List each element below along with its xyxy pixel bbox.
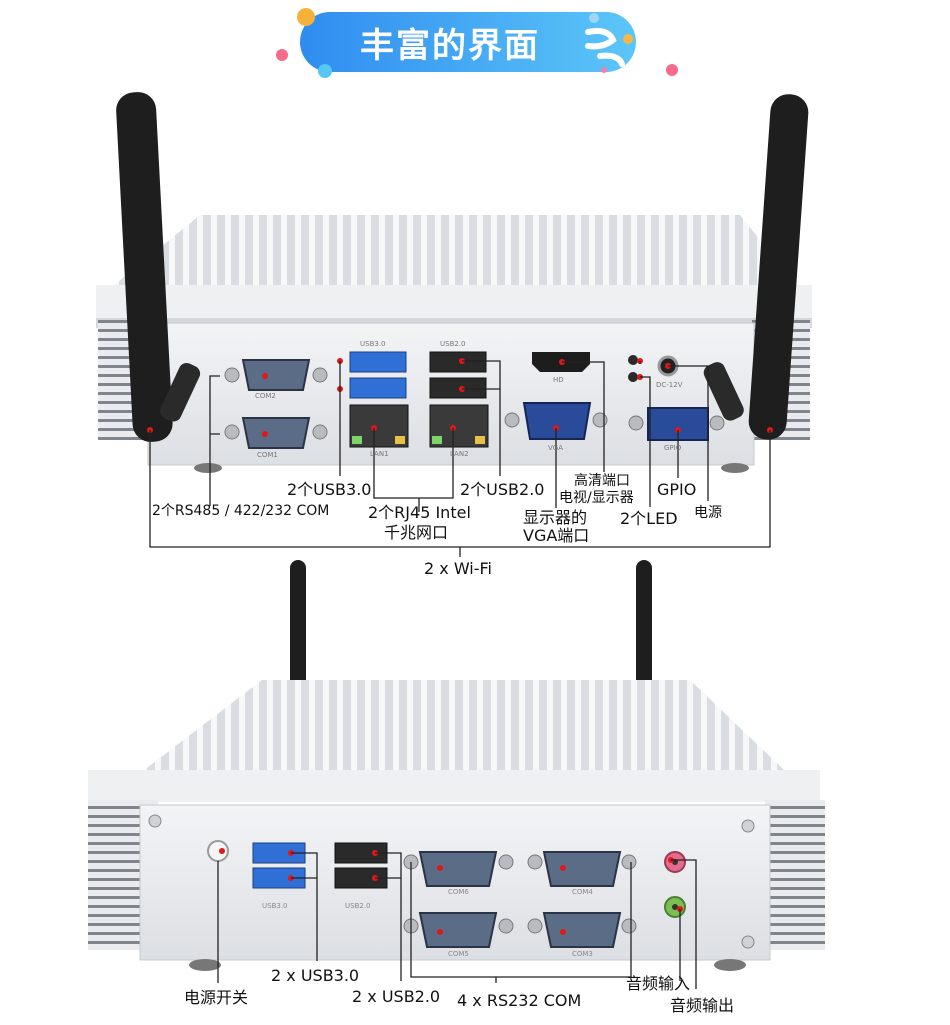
label-top-rj45-line1: 2个RJ45 Intel	[368, 503, 471, 522]
lan2-print: LAN2	[450, 450, 469, 458]
vga-print: VGA	[548, 444, 564, 452]
com4-print: COM4	[572, 888, 593, 896]
page-title: 丰富的界面	[360, 26, 540, 66]
label-audio-in: 音频输入	[626, 974, 691, 993]
com5-print: COM5	[448, 950, 469, 958]
label-top-usb2: 2个USB2.0	[460, 480, 545, 499]
usb2-print: USB2.0	[440, 340, 466, 348]
com1-print: COM1	[257, 451, 278, 459]
label-top-power: 电源	[694, 505, 722, 521]
label-top-gpio: GPIO	[657, 480, 697, 499]
com2-port	[224, 359, 328, 391]
com1-port	[224, 417, 328, 449]
label-top-rj45-line2: 千兆网口	[384, 523, 449, 542]
label-wifi: 2 x Wi-Fi	[424, 559, 492, 578]
gpio-print: GPIO	[664, 444, 682, 452]
usb2-print-bottom: USB2.0	[345, 902, 371, 910]
label-bottom-usb3: 2 x USB3.0	[271, 966, 360, 985]
banner-graphic	[276, 8, 678, 78]
label-top-rs485: 2个RS485 / 422/232 COM	[152, 503, 330, 519]
label-bottom-usb2: 2 x USB2.0	[352, 987, 441, 1006]
label-top-usb3: 2个USB3.0	[287, 480, 372, 499]
label-top-hdmi-line2: 电视/显示器	[559, 490, 634, 506]
label-top-vga-line2: VGA端口	[523, 526, 590, 545]
com2-print: COM2	[255, 392, 276, 400]
lan1-print: LAN1	[370, 450, 389, 458]
usb3-print-bottom: USB3.0	[262, 902, 288, 910]
hd-print: HD	[553, 376, 564, 384]
usb3-print: USB3.0	[360, 340, 386, 348]
label-power-switch: 电源开关	[184, 988, 249, 1007]
label-top-vga-line1: 显示器的	[523, 508, 588, 527]
label-rs232: 4 x RS232 COM	[457, 991, 582, 1010]
title-banner	[0, 0, 950, 90]
com6-print: COM6	[448, 888, 469, 896]
label-top-hdmi-line1: 高清端口	[574, 473, 630, 489]
dc-print: DC-12V	[656, 381, 683, 389]
label-audio-out: 音频输出	[670, 996, 735, 1015]
com3-print: COM3	[572, 950, 593, 958]
label-top-led: 2个LED	[620, 509, 678, 528]
